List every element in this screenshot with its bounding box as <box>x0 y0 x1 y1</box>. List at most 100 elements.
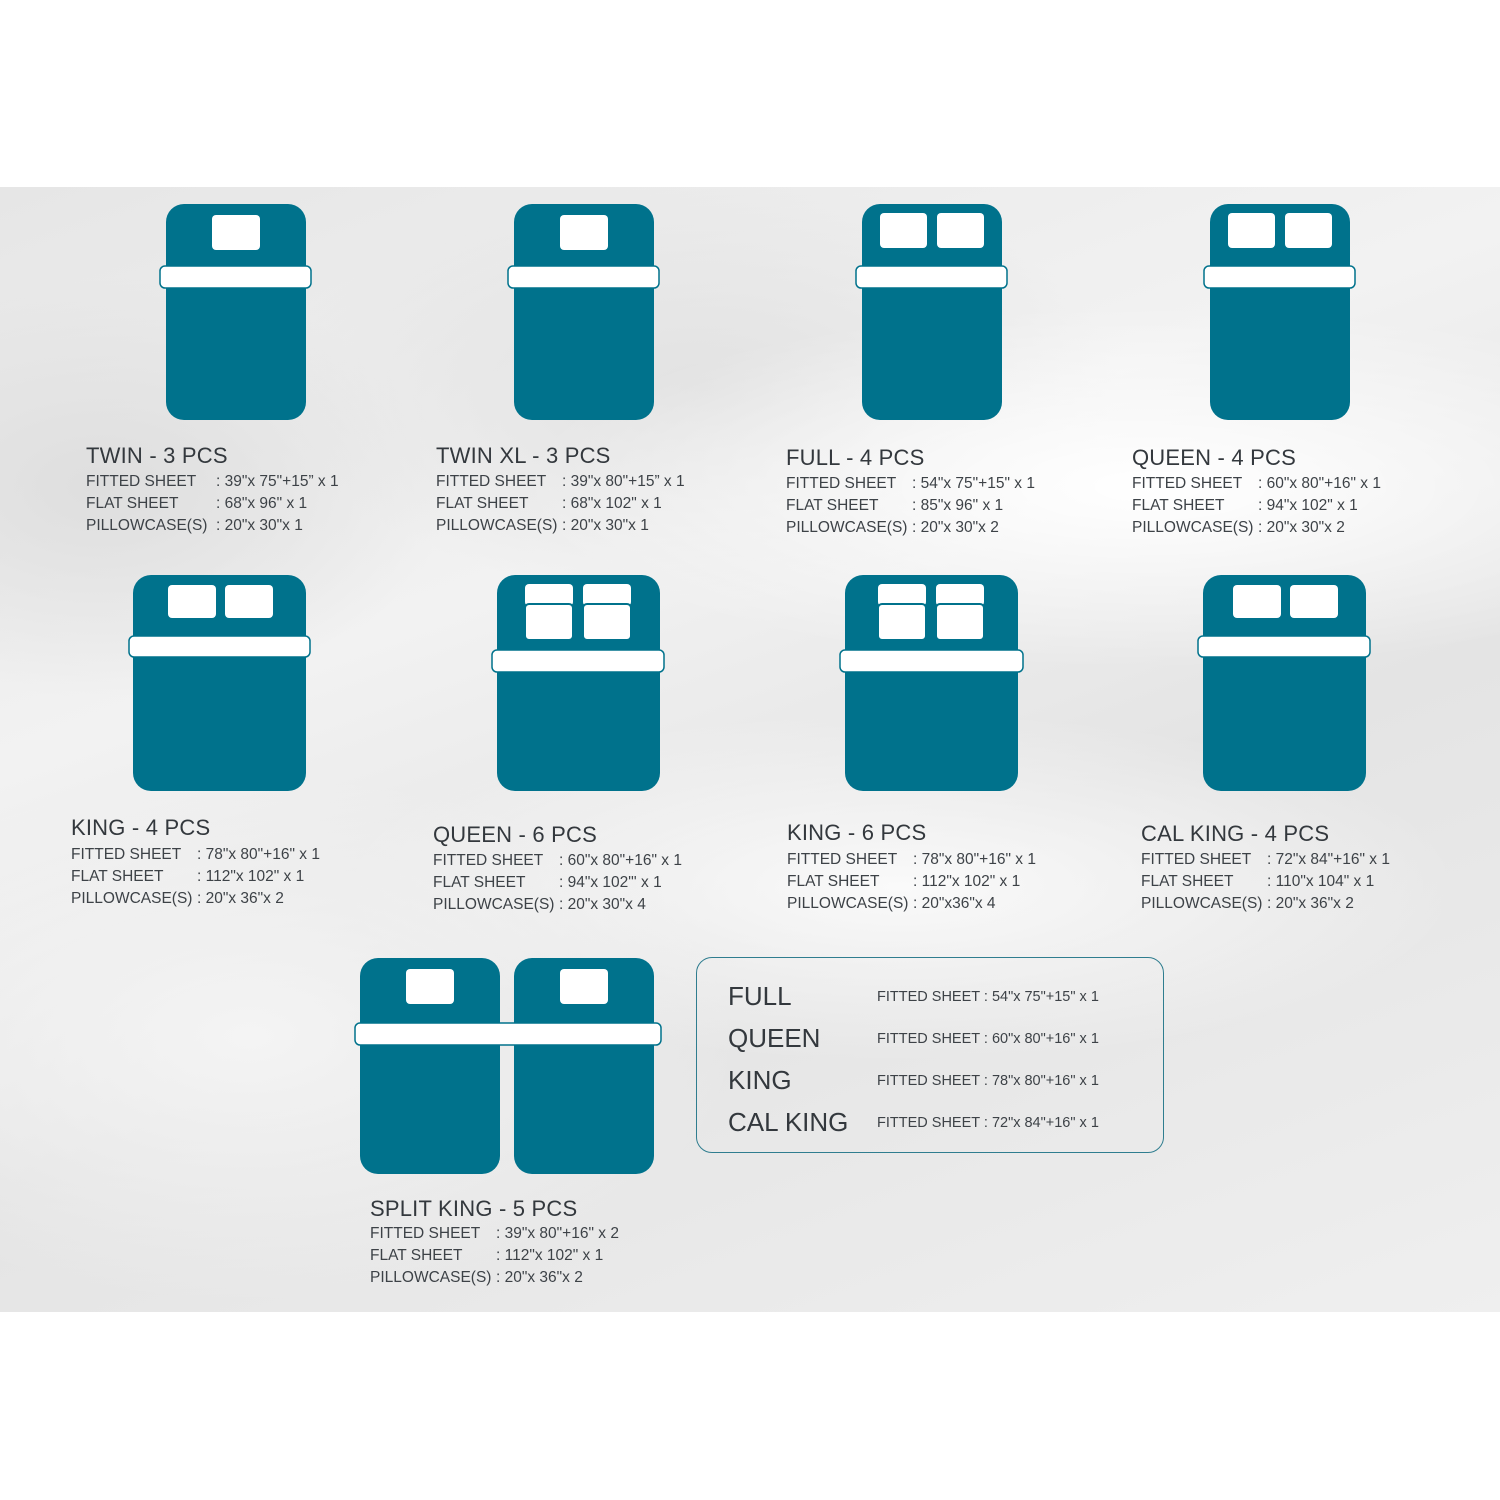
spec-value: : 94"x 102"' x 1 <box>559 874 662 891</box>
pillow <box>225 585 273 618</box>
bed-icon-king <box>128 575 311 791</box>
sheet-band <box>855 265 1008 289</box>
spec-label: FLAT SHEET <box>71 868 164 885</box>
pillow <box>406 969 454 1004</box>
spec-label: FLAT SHEET <box>1141 873 1234 890</box>
bed-icon-king-6 <box>839 575 1024 791</box>
set-title: KING - 4 PCS <box>71 815 211 840</box>
spec-value: : 39"x 80"+15” x 1 <box>562 473 685 490</box>
spec-value: : 20"x36"x 4 <box>913 895 996 912</box>
mattress <box>1210 204 1350 420</box>
pillow <box>525 584 573 606</box>
sheet-band <box>491 649 665 673</box>
spec-value: : 20"x 30"x 1 <box>216 517 303 534</box>
fitted-size-name: FULL <box>728 981 792 1011</box>
fitted-size-spec: FITTED SHEET : 54"x 75"+15" x 1 <box>877 989 1099 1005</box>
pillow <box>168 585 216 618</box>
spec-value: : 85"x 96" x 1 <box>912 497 1004 514</box>
sheet-band <box>128 635 311 658</box>
spec-label: FLAT SHEET <box>433 874 526 891</box>
sheet-band <box>354 1022 662 1046</box>
mattress <box>497 575 660 791</box>
spec-label: FLAT SHEET <box>86 495 179 512</box>
spec-label: FITTED SHEET <box>436 473 547 490</box>
pillow <box>524 603 574 641</box>
mattress <box>845 575 1018 791</box>
spec-value: : 20"x 36"x 2 <box>1267 895 1354 912</box>
sheet-band <box>1203 265 1356 289</box>
fitted-sheet-only-box: FULL FITTED SHEET : 54"x 75"+15" x 1 QUE… <box>696 957 1164 1153</box>
pillow <box>880 213 927 248</box>
spec-value: : 20"x 30"x 4 <box>559 896 646 913</box>
spec-value: : 60"x 80"+16" x 1 <box>559 852 682 869</box>
fitted-size-name: QUEEN <box>728 1023 821 1053</box>
spec-label: PILLOWCASE(S) <box>787 895 909 912</box>
spec-label: PILLOWCASE(S) <box>433 896 555 913</box>
spec-label: PILLOWCASE(S) <box>1132 519 1254 536</box>
spec-label: FLAT SHEET <box>1132 497 1225 514</box>
spec-value: : 68"x 96" x 1 <box>216 495 308 512</box>
fitted-size-spec: FITTED SHEET : 78"x 80"+16" x 1 <box>877 1073 1099 1089</box>
mattress <box>133 575 306 791</box>
pillow <box>1290 585 1338 618</box>
mattress <box>862 204 1002 420</box>
spec-label: FITTED SHEET <box>1141 851 1252 868</box>
bed-icon-full <box>855 204 1008 420</box>
spec-label: PILLOWCASE(S) <box>786 519 908 536</box>
spec-value: : 39"x 80"+16" x 2 <box>496 1225 619 1242</box>
spec-label: FLAT SHEET <box>786 497 879 514</box>
spec-value: : 39"x 75"+15” x 1 <box>216 473 339 490</box>
bed-icon-split-king <box>354 958 662 1174</box>
pillow <box>212 215 260 250</box>
spec-label: FITTED SHEET <box>787 851 898 868</box>
spec-value: : 20"x 30"x 1 <box>562 517 649 534</box>
pillow <box>877 603 927 641</box>
spec-value: : 78"x 80"+16" x 1 <box>913 851 1036 868</box>
mattress-left <box>360 958 500 1174</box>
sheet-band <box>507 265 660 289</box>
spec-label: FITTED SHEET <box>86 473 197 490</box>
pillow <box>937 213 984 248</box>
spec-value: : 112"x 102" x 1 <box>197 868 305 885</box>
set-title: KING - 6 PCS <box>787 820 927 845</box>
spec-value: : 20"x 36"x 2 <box>496 1269 583 1286</box>
set-title: TWIN - 3 PCS <box>86 443 228 468</box>
fitted-size-spec: FITTED SHEET : 60"x 80"+16" x 1 <box>877 1031 1099 1047</box>
sheet-band <box>1197 635 1371 658</box>
mattress <box>514 204 654 420</box>
pillow <box>560 215 608 250</box>
spec-value: : 72"x 84"+16" x 1 <box>1267 851 1390 868</box>
spec-label: PILLOWCASE(S) <box>1141 895 1263 912</box>
spec-value: : 110"x 104" x 1 <box>1267 873 1375 890</box>
set-title: QUEEN - 6 PCS <box>433 822 597 847</box>
mattress <box>166 204 306 420</box>
pillow <box>935 603 985 641</box>
pillow <box>582 603 632 641</box>
spec-label: FITTED SHEET <box>370 1225 481 1242</box>
spec-value: : 54"x 75"+15" x 1 <box>912 475 1035 492</box>
pillow <box>560 969 608 1004</box>
pillow <box>583 584 631 606</box>
spec-value: : 60"x 80"+16" x 1 <box>1258 475 1381 492</box>
spec-value: : 20"x 36"x 2 <box>197 890 284 907</box>
spec-label: FLAT SHEET <box>787 873 880 890</box>
pillow <box>1285 213 1332 248</box>
set-title: CAL KING - 4 PCS <box>1141 821 1330 846</box>
fitted-size-name: KING <box>728 1065 792 1095</box>
set-title: FULL - 4 PCS <box>786 445 925 470</box>
spec-label: PILLOWCASE(S) <box>370 1269 492 1286</box>
spec-value: : 20"x 30"x 2 <box>912 519 999 536</box>
spec-value: : 94"x 102" x 1 <box>1258 497 1358 514</box>
set-title: SPLIT KING - 5 PCS <box>370 1196 578 1221</box>
spec-value: : 78"x 80"+16" x 1 <box>197 846 320 863</box>
bed-icon-twin-xl <box>507 204 660 420</box>
spec-label: FITTED SHEET <box>1132 475 1243 492</box>
bed-icon-twin <box>159 204 312 420</box>
pillow <box>936 584 984 606</box>
mattress-right <box>514 958 654 1174</box>
spec-label: FLAT SHEET <box>436 495 529 512</box>
pillow <box>878 584 926 606</box>
fitted-size-spec: FITTED SHEET : 72"x 84"+16" x 1 <box>877 1115 1099 1131</box>
set-title: TWIN XL - 3 PCS <box>436 443 611 468</box>
